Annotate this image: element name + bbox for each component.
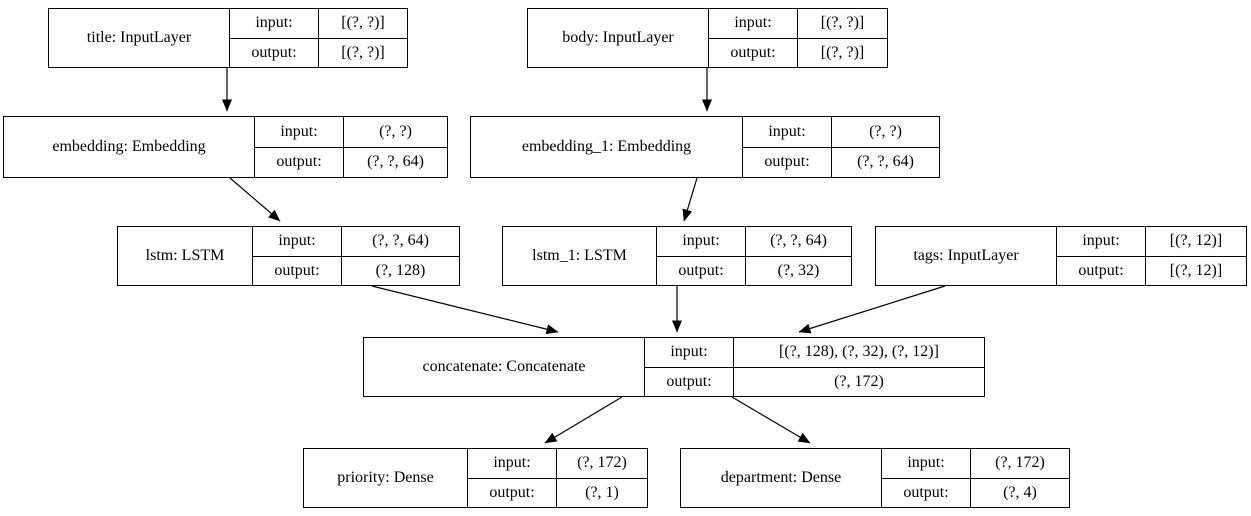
node-lstm-1: lstm_1: LSTM input: (?, ?, 64) output: (… xyxy=(502,226,852,286)
input-label: input: xyxy=(670,343,708,361)
output-label: output: xyxy=(274,261,320,279)
input-shape: (?, 172) xyxy=(556,449,647,478)
input-label: input: xyxy=(278,232,316,250)
layer-name: body: InputLayer xyxy=(562,29,674,46)
input-label: input: xyxy=(1082,232,1120,250)
node-title-inputlayer: title: InputLayer input: [(?, ?)] output… xyxy=(48,8,408,68)
edge-concatenate-priority xyxy=(544,396,623,444)
output-shape: (?, 4) xyxy=(970,478,1069,507)
layer-name: lstm_1: LSTM xyxy=(532,247,627,264)
output-label: output: xyxy=(251,43,297,61)
output-shape: (?, 1) xyxy=(556,478,647,507)
input-shape: (?, ?) xyxy=(343,117,447,147)
input-label: input: xyxy=(768,122,806,140)
output-label: output: xyxy=(903,483,949,501)
layer-name: department: Dense xyxy=(720,469,842,486)
input-shape: [(?, 12)] xyxy=(1145,227,1246,256)
output-label: output: xyxy=(764,153,810,171)
node-concatenate: concatenate: Concatenate input: [(?, 128… xyxy=(363,337,985,397)
layer-name: lstm: LSTM xyxy=(145,247,225,264)
edge-embedding_1-lstm_1 xyxy=(682,177,698,222)
input-label: input: xyxy=(255,14,293,32)
edge-concatenate-department xyxy=(731,396,811,444)
output-label: output: xyxy=(666,372,712,390)
output-shape: (?, ?, 64) xyxy=(831,147,939,177)
output-shape: (?, 32) xyxy=(745,256,851,285)
output-shape: [(?, 12)] xyxy=(1145,256,1246,285)
input-shape: [(?, 128), (?, 32), (?, 12)] xyxy=(733,338,984,367)
node-body-inputlayer: body: InputLayer input: [(?, ?)] output:… xyxy=(527,8,888,68)
node-tags-inputlayer: tags: InputLayer input: [(?, 12)] output… xyxy=(875,226,1247,286)
output-shape: [(?, ?)] xyxy=(797,38,887,67)
layer-name: priority: Dense xyxy=(337,469,434,486)
input-label: input: xyxy=(493,454,531,472)
edge-tags-concatenate xyxy=(798,285,946,334)
output-shape: (?, 172) xyxy=(733,367,984,396)
output-label: output: xyxy=(489,483,535,501)
input-label: input: xyxy=(907,454,945,472)
node-priority-dense: priority: Dense input: (?, 172) output: … xyxy=(303,448,648,508)
input-label: input: xyxy=(734,14,772,32)
output-label: output: xyxy=(730,43,776,61)
output-shape: [(?, ?)] xyxy=(318,38,407,67)
output-shape: (?, ?, 64) xyxy=(343,147,447,177)
input-shape: [(?, ?)] xyxy=(318,9,407,38)
output-shape: (?, 128) xyxy=(341,256,459,285)
node-embedding-1: embedding_1: Embedding input: (?, ?) out… xyxy=(470,116,940,178)
input-shape: (?, ?, 64) xyxy=(341,227,459,256)
output-label: output: xyxy=(1078,261,1124,279)
layer-name: tags: InputLayer xyxy=(913,247,1019,264)
output-label: output: xyxy=(276,153,322,171)
input-label: input: xyxy=(280,122,318,140)
input-shape: (?, 172) xyxy=(970,449,1069,478)
node-lstm: lstm: LSTM input: (?, ?, 64) output: (?,… xyxy=(117,226,460,286)
layer-name: title: InputLayer xyxy=(86,29,192,46)
edge-embedding-lstm xyxy=(229,177,281,222)
input-shape: [(?, ?)] xyxy=(797,9,887,38)
layer-name: embedding: Embedding xyxy=(52,138,206,155)
input-shape: (?, ?) xyxy=(831,117,939,147)
output-label: output: xyxy=(678,261,724,279)
layer-name: embedding_1: Embedding xyxy=(521,138,692,155)
input-shape: (?, ?, 64) xyxy=(745,227,851,256)
edge-lstm-concatenate xyxy=(371,285,559,335)
node-embedding: embedding: Embedding input: (?, ?) outpu… xyxy=(3,116,448,178)
layer-name: concatenate: Concatenate xyxy=(422,358,586,375)
input-label: input: xyxy=(682,232,720,250)
node-department-dense: department: Dense input: (?, 172) output… xyxy=(680,448,1070,508)
